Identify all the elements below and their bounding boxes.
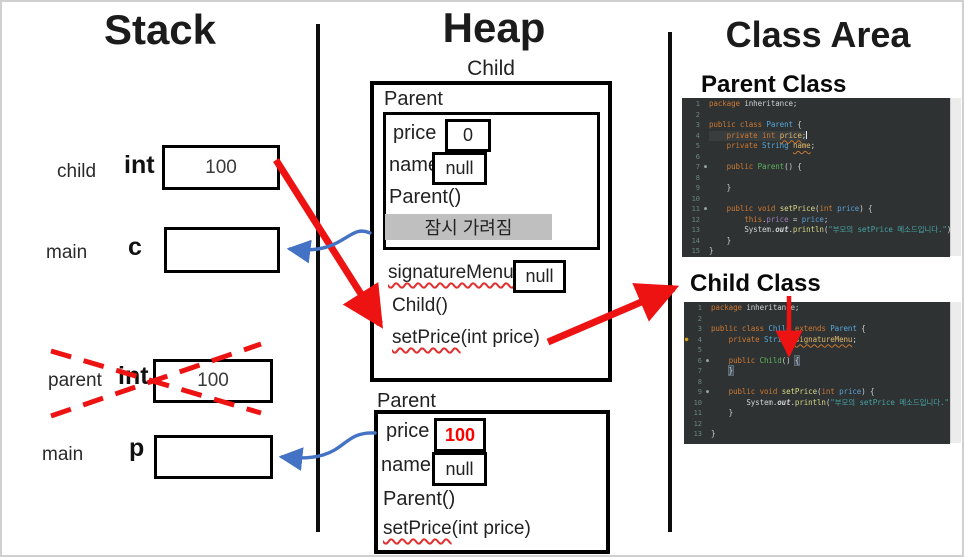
- heap-child-field-price-value: 0: [445, 119, 491, 152]
- heap-child-parent-part-box: [383, 112, 600, 250]
- heap-hidden-note: 잠시 가려짐: [385, 214, 552, 240]
- code-line: 4 private int price;: [695, 130, 808, 141]
- heap-title: Heap: [442, 4, 546, 51]
- code-line: 12 this.price = price;: [691, 214, 829, 224]
- child-code-scrollbar: [950, 302, 961, 443]
- code-line: 12: [693, 419, 702, 428]
- code-line: 6: [695, 152, 700, 161]
- code-line: 2: [697, 314, 702, 323]
- heap-parent-field-price-value: 100: [434, 418, 486, 452]
- setprice-text: setPrice: [392, 327, 461, 348]
- code-line: 14 }: [691, 235, 732, 245]
- arrow-child-to-setprice: [273, 158, 383, 329]
- heap-child-field-name-label: name: [389, 154, 440, 176]
- arrow-heap-child-to-c: [286, 229, 372, 264]
- heap-parent-setprice-method: setPrice(int price): [383, 518, 531, 540]
- heap-parent-field-name-value: null: [432, 452, 487, 486]
- heap-child-field-price-label: price: [393, 122, 437, 144]
- setprice-args-2: (int price): [451, 518, 531, 539]
- stack-var-name-p: p: [129, 434, 145, 462]
- code-line: 10: [691, 194, 700, 203]
- stack-value-box-c: [164, 227, 280, 273]
- parent-code-scrollbar: [950, 98, 961, 256]
- heap-child-signaturemenu-value: null: [513, 260, 566, 293]
- stack-frame-label-parent: parent: [48, 370, 102, 391]
- heap-child-constructor: Child(): [392, 295, 448, 316]
- stack-var-name-c: c: [128, 233, 142, 261]
- class-area-title: Class Area: [725, 14, 911, 55]
- stack-frame-label-child: child: [57, 161, 97, 182]
- heap-child-parent-constructor: Parent(): [389, 186, 462, 208]
- divider-heap-classarea: [668, 32, 672, 532]
- heap-parent-object-box: [374, 410, 610, 554]
- stack-value-box-parent: 100: [153, 359, 273, 403]
- heap-child-instance-label: Child: [467, 57, 515, 80]
- setprice-text-2: setPrice: [383, 518, 452, 539]
- heap-parent-field-name-label: name: [381, 454, 432, 476]
- code-line: ●4 private String signatureMenu;: [684, 334, 857, 344]
- stack-value-box-p: [154, 435, 273, 479]
- stack-frame-label-main-c: main: [46, 242, 88, 263]
- heap-parent-field-price-label: price: [386, 420, 430, 442]
- stack-var-type-int: int: [124, 151, 155, 179]
- heap-parent-constructor: Parent(): [383, 488, 456, 510]
- code-line: 13 System.out.println("부모의 setPrice 메소드입…: [691, 225, 950, 234]
- divider-stack-heap: [316, 24, 320, 532]
- stack-frame-label-main-p: main: [42, 444, 84, 465]
- heap-child-field-name-value: null: [432, 152, 487, 185]
- code-line: 6● public Child() {: [697, 354, 801, 366]
- arrow-heap-parent-to-p: [278, 431, 377, 471]
- setprice-args: (int price): [460, 327, 540, 348]
- heap-child-signaturemenu-label: signatureMenu: [388, 262, 514, 284]
- stack-var-type-int-parent: int: [118, 362, 149, 390]
- child-class-title: Child Class: [690, 270, 821, 297]
- heap-child-parent-section-label: Parent: [384, 88, 443, 110]
- code-line: 9● public void setPrice(int price) {: [697, 387, 875, 396]
- code-line: 5: [697, 346, 702, 354]
- heap-child-setprice-method: setPrice(int price): [392, 327, 540, 349]
- code-line: 2: [695, 110, 700, 119]
- code-line: 13}: [693, 429, 716, 438]
- code-line: 8: [697, 377, 702, 386]
- signaturemenu-text: signatureMenu: [388, 262, 514, 283]
- code-line: 11 }: [693, 408, 734, 417]
- code-line: 8: [695, 173, 700, 182]
- stack-value-box-child: 100: [162, 145, 280, 190]
- code-line: 11● public void setPrice(int price) {: [691, 204, 873, 213]
- code-line: 15}: [691, 246, 714, 255]
- heap-parent-section-label: Parent: [377, 390, 436, 412]
- code-line: 7 }: [697, 365, 735, 376]
- stack-title: Stack: [103, 6, 217, 53]
- code-line: 9 }: [695, 183, 732, 192]
- code-line: 7● public Parent() {: [695, 162, 802, 171]
- code-line: 10 System.out.println("부모의 setPrice 메소드입…: [693, 397, 950, 407]
- parent-class-title: Parent Class: [701, 71, 847, 98]
- code-line: 5 private String name;: [695, 141, 816, 150]
